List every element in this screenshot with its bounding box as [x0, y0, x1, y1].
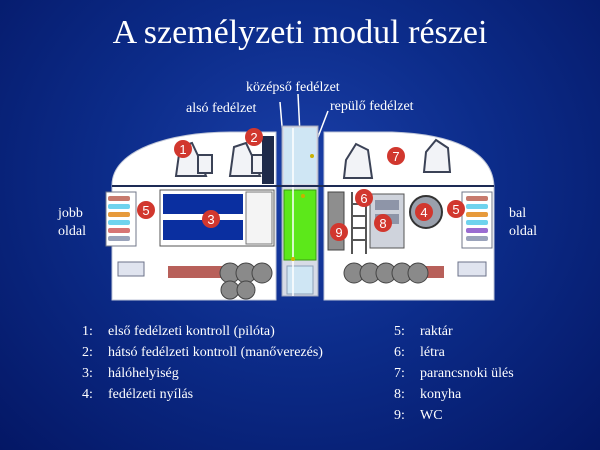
marker-7: 7: [387, 147, 405, 165]
label-left-side: bal oldal: [509, 206, 537, 239]
legend-right: 5:raktár 6:létra 7:parancsnoki ülés 8:ko…: [394, 321, 514, 426]
legend-item: 5:raktár: [394, 324, 453, 339]
svg-text:5: 5: [142, 203, 149, 218]
svg-text:7: 7: [392, 149, 399, 164]
legend-item: 1:első fedélzeti kontroll (pilóta): [82, 324, 275, 339]
right-storage-lockers: [461, 191, 493, 249]
wc-unit: [327, 191, 345, 251]
legend-item: 2:hátsó fedélzeti kontroll (manőverezés): [82, 345, 323, 360]
marker-1: 1: [174, 140, 192, 158]
marker-6: 6: [355, 189, 373, 207]
legend-item: 8:konyha: [394, 387, 462, 402]
lower-hatch-window: [286, 265, 314, 295]
hatch-green-panel: [283, 189, 317, 261]
marker-8: 8: [374, 214, 392, 232]
legend-item: 7:parancsnoki ülés: [394, 366, 514, 381]
control-console: [262, 136, 274, 184]
marker-9: 9: [330, 223, 348, 241]
label-lower-deck: alsó fedélzet: [186, 101, 257, 116]
left-storage-lockers: [105, 191, 137, 247]
label-flight-deck: repülő fedélzet: [330, 99, 414, 114]
legend-item: 4:fedélzeti nyílás: [82, 387, 194, 402]
marker-5-left: 5: [137, 201, 155, 219]
commander-seats: [342, 138, 452, 179]
lower-tanks: [219, 262, 429, 300]
number-markers: 1 2 3 5 6 7 8 4 5 9: [137, 128, 465, 241]
label-right-side: jobb oldal: [58, 206, 86, 239]
legend-left: 1:első fedélzeti kontroll (pilóta) 2:hát…: [82, 321, 323, 405]
marker-3: 3: [202, 210, 220, 228]
svg-text:3: 3: [207, 212, 214, 227]
legend-item: 9:WC: [394, 408, 443, 423]
svg-text:2: 2: [250, 130, 257, 145]
legend-item: 6:létra: [394, 345, 445, 360]
legend-item: 3:hálóhelyiség: [82, 366, 179, 381]
svg-text:8: 8: [379, 216, 386, 231]
svg-text:1: 1: [179, 142, 186, 157]
svg-text:5: 5: [452, 202, 459, 217]
marker-4: 4: [415, 203, 433, 221]
label-middle-deck: középső fedélzet: [246, 80, 340, 95]
svg-text:6: 6: [360, 191, 367, 206]
marker-5-right: 5: [447, 200, 465, 218]
svg-text:9: 9: [335, 225, 342, 240]
marker-2: 2: [245, 128, 263, 146]
diagram-title: A személyzeti modul részei: [112, 14, 488, 51]
svg-text:4: 4: [420, 205, 427, 220]
